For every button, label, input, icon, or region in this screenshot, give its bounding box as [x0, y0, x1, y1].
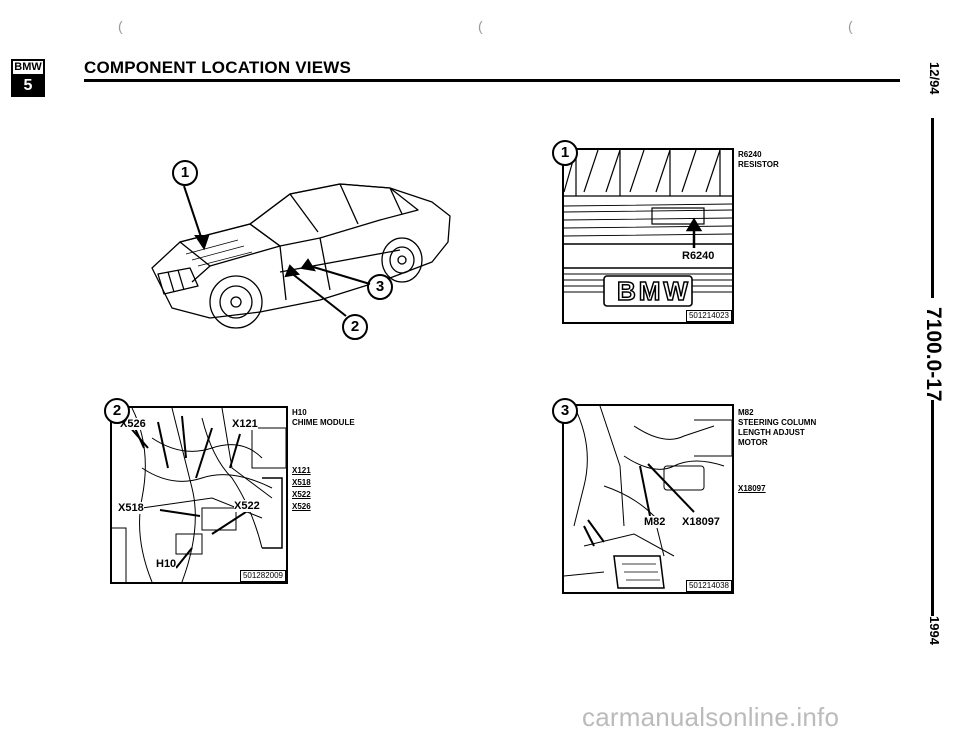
view-1-diagram: BMW R6240 501214023 — [562, 148, 734, 324]
view-2-label-x121: X121 — [232, 418, 258, 430]
view-2-connector-x518: X518 — [292, 478, 311, 487]
car-roof-outline — [249, 183, 419, 247]
car-overview-illustration — [151, 183, 451, 329]
car-grille — [157, 267, 199, 295]
view-2-illustration — [112, 408, 286, 582]
overview-leader-lines — [183, 185, 371, 317]
view-3-illustration — [564, 406, 732, 589]
side-rule-top — [931, 118, 934, 298]
view-3-connector: X18097 — [738, 484, 766, 493]
side-year: 1994 — [927, 616, 942, 645]
view-2-label-x526: X526 — [120, 418, 146, 430]
view-2-connector-x526: X526 — [292, 502, 311, 511]
view-3-figure-number: 501214038 — [685, 580, 732, 592]
overview-callout-2: 2 — [342, 314, 368, 340]
view-2-label-x522: X522 — [234, 500, 260, 512]
overview-callout-1: 1 — [172, 160, 198, 186]
logo-series-text: 5 — [13, 76, 43, 95]
view-1-description: RESISTOR — [738, 160, 779, 169]
view-1-resistor-label: R6240 — [682, 250, 715, 262]
view-2-callout: 2 — [104, 398, 130, 424]
view-1-callout: 1 — [552, 140, 578, 166]
side-page-code: 7100.0-17 — [922, 307, 945, 402]
footer-watermark: carmanualsonline.info — [582, 702, 840, 732]
view-2-component-code: H10 — [292, 408, 307, 417]
view-2-connector-x121: X121 — [292, 466, 311, 475]
view-2-description: CHIME MODULE — [292, 418, 355, 427]
view-2-connector-x522: X522 — [292, 490, 311, 499]
view-2-label-x518: X518 — [118, 502, 144, 514]
view-2-label-h10: H10 — [156, 558, 177, 570]
scan-mark: ( — [118, 18, 123, 34]
view-3-description-line-1: STEERING COLUMN — [738, 418, 817, 427]
logo-brand-text: BMW — [13, 61, 43, 76]
front-wheel — [209, 275, 263, 329]
view-3-component-code: M82 — [738, 408, 754, 417]
view-2-diagram: X526 X121 X518 X522 H10 501282009 — [110, 406, 288, 584]
side-date: 12/94 — [927, 62, 942, 95]
overview-callout-3: 3 — [367, 274, 393, 300]
scan-mark: ( — [478, 18, 483, 34]
side-rule-bottom — [931, 400, 934, 616]
view-1-logo-text: BMW — [616, 275, 691, 307]
rear-wheel — [381, 237, 423, 283]
view-3-callout: 3 — [552, 398, 578, 424]
view-1-illustration — [564, 150, 732, 307]
view-1-component-code: R6240 — [738, 150, 762, 159]
view-3-description-line-3: MOTOR — [738, 438, 768, 447]
view-3-description-line-2: LENGTH ADJUST — [738, 428, 805, 437]
view-2-figure-number: 501282009 — [239, 570, 286, 582]
header-rule — [84, 79, 900, 82]
view-3-diagram: M82 X18097 501214038 — [562, 404, 734, 594]
page-title: COMPONENT LOCATION VIEWS — [84, 58, 352, 77]
scan-mark: ( — [848, 18, 853, 34]
view-1-figure-number: 501214023 — [685, 310, 732, 322]
bmw-5-series-logo: BMW 5 — [11, 59, 45, 97]
view-3-label-x18097: X18097 — [682, 516, 720, 528]
view-3-label-m82: M82 — [644, 516, 666, 528]
